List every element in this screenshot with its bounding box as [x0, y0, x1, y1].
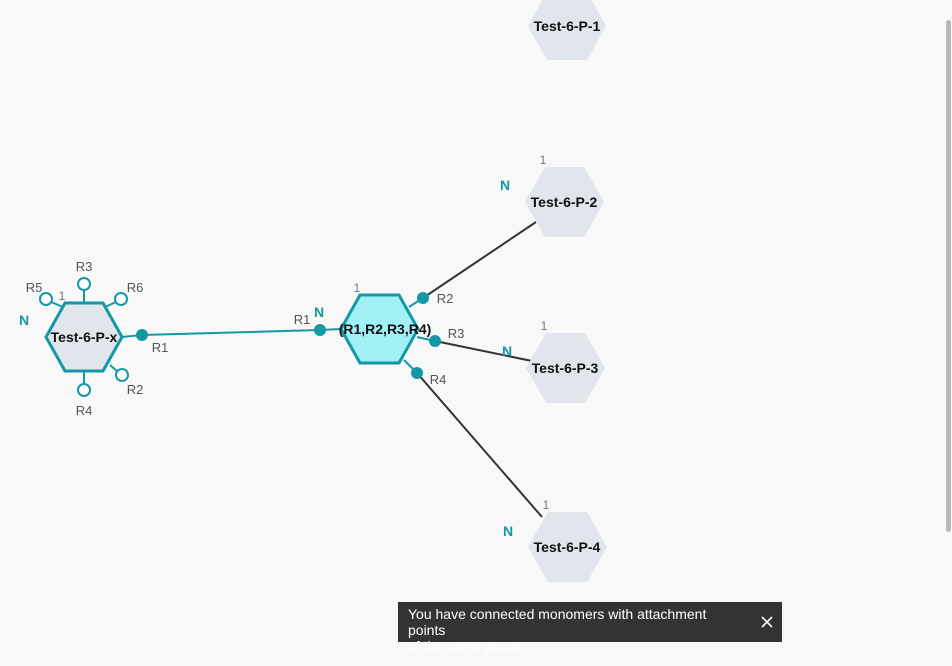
- monomer-label: Test-6-P-1: [534, 18, 601, 34]
- attachment-point-r2[interactable]: [115, 368, 129, 382]
- n-terminal-label: N: [503, 523, 513, 539]
- notification-toast: You have connected monomers with attachm…: [398, 602, 782, 654]
- monomer-label: (R1,R2,R3,R4): [339, 321, 432, 337]
- monomer-label: Test-6-P-3: [532, 360, 599, 376]
- monomer-label: Test-6-P-4: [534, 539, 601, 555]
- monomer-index: 1: [59, 289, 66, 303]
- ap-label-r4: R4: [76, 403, 93, 418]
- monomer-index: 1: [354, 281, 361, 295]
- monomer-index: 1: [540, 153, 547, 167]
- monomer-test-6-p-3[interactable]: Test-6-P-3 1 N: [502, 319, 605, 403]
- monomer-label: Test-6-P-x: [51, 329, 118, 345]
- ap-label-r2: R2: [127, 382, 144, 397]
- monomer-hexagon: [526, 333, 605, 403]
- ap-label-r3: R3: [448, 326, 465, 341]
- monomer-center-selected[interactable]: (R1,R2,R3,R4) 1 N R1 R2 R3 R4: [294, 281, 465, 387]
- ap-stub-r6: [104, 301, 117, 308]
- n-terminal-label: N: [314, 304, 324, 320]
- monomer-test-6-p-2[interactable]: Test-6-P-2 1 N: [500, 153, 604, 237]
- attachment-point-r6[interactable]: [114, 292, 128, 306]
- n-terminal-label: N: [500, 177, 510, 193]
- ap-stub-r2: [109, 364, 118, 372]
- ap-stub-r5: [50, 301, 64, 308]
- monomer-hexagon: [528, 512, 607, 582]
- ap-label-r1: R1: [294, 312, 311, 327]
- monomer-hexagon: [44, 301, 124, 373]
- toast-message-line-2: of the same group: [408, 638, 521, 654]
- attachment-point-r2[interactable]: [417, 292, 429, 304]
- ap-label-r6: R6: [127, 280, 144, 295]
- ap-label-r5: R5: [26, 280, 43, 295]
- ap-label-r2: R2: [437, 291, 454, 306]
- ap-label-r1: R1: [152, 340, 169, 355]
- attachment-point-r3[interactable]: [429, 335, 441, 347]
- toast-message-line-1: You have connected monomers with attachm…: [408, 606, 707, 638]
- n-terminal-label: N: [502, 343, 512, 359]
- monomer-test-6-p-1[interactable]: Test-6-P-1: [528, 0, 606, 60]
- vertical-scrollbar[interactable]: [946, 20, 951, 532]
- n-terminal-label: N: [19, 312, 29, 328]
- monomer-index: 1: [543, 498, 550, 512]
- monomer-test-6-p-4[interactable]: Test-6-P-4 1 N: [503, 498, 607, 582]
- monomer-hexagon: [525, 167, 604, 237]
- ap-label-r4: R4: [430, 372, 447, 387]
- monomer-label: Test-6-P-2: [531, 194, 598, 210]
- monomer-index: 1: [541, 319, 548, 333]
- monomer-hexagon: [528, 0, 606, 60]
- bond-px-center[interactable]: [141, 329, 321, 336]
- bond-center-p2[interactable]: [422, 221, 537, 299]
- attachment-point-r4[interactable]: [411, 367, 423, 379]
- attachment-point-r1[interactable]: [314, 324, 326, 336]
- attachment-point-r3[interactable]: [77, 277, 91, 291]
- attachment-point-r4[interactable]: [77, 383, 91, 397]
- monomer-hexagon: [339, 293, 420, 365]
- bond-center-p3[interactable]: [434, 340, 533, 362]
- ap-label-r3: R3: [76, 259, 93, 274]
- bond-center-p4[interactable]: [416, 372, 543, 518]
- attachment-point-r1[interactable]: [136, 329, 148, 341]
- monomer-test-6-p-x[interactable]: Test-6-P-x 1 N R3 R4 R5 R6 R2 R1: [19, 259, 168, 418]
- attachment-point-r5[interactable]: [39, 292, 53, 306]
- close-icon[interactable]: [759, 614, 775, 630]
